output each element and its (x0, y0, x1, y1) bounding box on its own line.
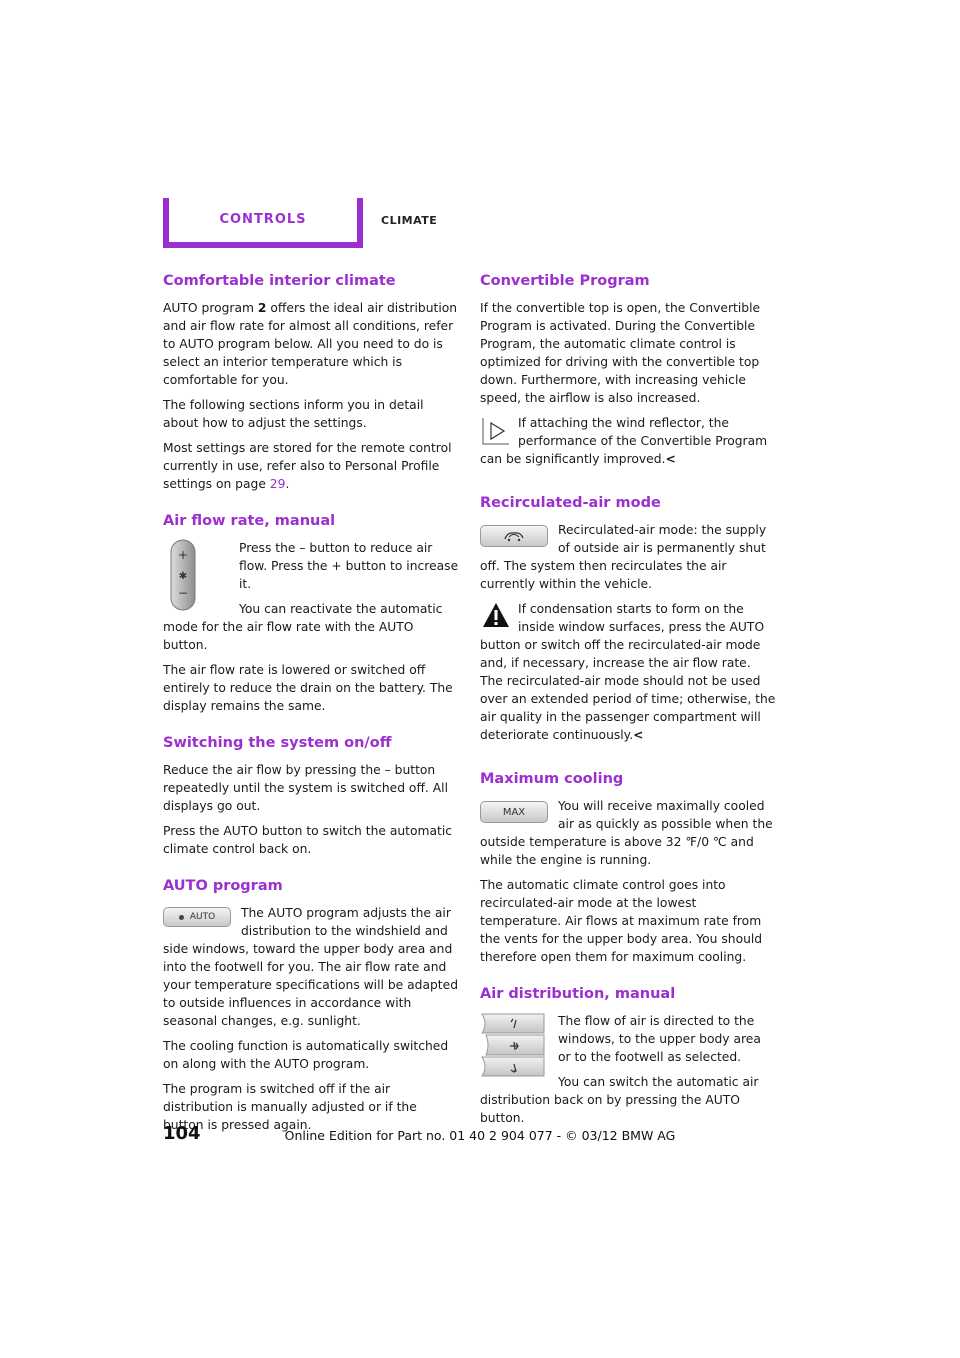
airdist-paragraph-2: You can switch the automatic air distrib… (480, 1075, 759, 1125)
note-icon (482, 417, 510, 445)
heading-airflow: Air flow rate, manual (163, 513, 336, 529)
onoff-paragraph-2: Press the AUTO button to switch the auto… (163, 824, 453, 856)
section-recirc: Recirculated-air mode Recirculated-air m… (480, 494, 776, 751)
section-airdist: Air distribution, manual The (480, 985, 776, 1134)
chapter-tab-label: Controls (219, 212, 307, 227)
section-comfort: Comfortable interior climate AUTO progra… (163, 272, 459, 493)
air-distribution-buttons-icon (481, 1013, 545, 1077)
heading-auto: AUTO program (163, 878, 283, 894)
recirculation-car-icon (504, 532, 524, 542)
max-button-label: MAX (502, 806, 526, 818)
page-link-29[interactable]: 29 (269, 477, 286, 491)
indicator-led-icon (178, 914, 184, 920)
airflow-figure-block: + ✱ − Press the – button to reduce air f… (163, 539, 459, 661)
page-number: 104 (163, 1123, 201, 1144)
svg-text:+: + (178, 548, 188, 562)
airdist-paragraph-1: The flow of air is directed to the windo… (558, 1014, 761, 1064)
auto-paragraph-1: The AUTO program adjusts the air distrib… (163, 906, 458, 1028)
airflow-paragraph-3: The air flow rate is lowered or switched… (163, 663, 453, 713)
heading-airdist: Air distribution, manual (480, 986, 676, 1002)
svg-text:✱: ✱ (179, 571, 187, 582)
heading-onoff: Switching the system on/off (163, 735, 392, 751)
comfort-paragraph-2: The following sections inform you in det… (163, 398, 424, 430)
auto-paragraph-3: The program is switched off if the air d… (163, 1082, 417, 1132)
convertible-note-block: If attaching the wind reflector, the per… (480, 414, 776, 475)
section-label: Climate (381, 214, 438, 227)
recirc-paragraph-1: Recirculated-air mode: the supply of out… (480, 523, 767, 591)
airflow-paragraph-1: Press the – button to reduce air flow. P… (239, 541, 459, 591)
convertible-paragraph-1: If the convertible top is open, the Conv… (480, 301, 761, 405)
maxcool-figure-block: MAX You will receive maximally cooled ai… (480, 797, 776, 876)
onoff-paragraph-1: Reduce the air flow by pressing the – bu… (163, 763, 448, 813)
recirc-warning-block: If condensation starts to form on the in… (480, 600, 776, 751)
auto-button-image: AUTO (163, 907, 231, 927)
airdist-buttons-image (480, 1012, 546, 1078)
section-auto: AUTO program AUTO The AUTO program adjus… (163, 877, 459, 1134)
auto-figure-block: AUTO The AUTO program adjusts the air di… (163, 904, 459, 1037)
section-maxcool: Maximum cooling MAX You will receive max… (480, 770, 776, 966)
maxcool-paragraph-1: You will receive maximally cooled air as… (480, 799, 773, 867)
heading-comfort: Comfortable interior climate (163, 273, 396, 289)
auto-button-label: AUTO (189, 912, 216, 922)
right-column: Convertible Program If the convertible t… (480, 272, 776, 1153)
airflow-buttons-image: + ✱ − (167, 539, 199, 611)
svg-text:−: − (178, 586, 188, 600)
left-column: Comfortable interior climate AUTO progra… (163, 272, 459, 1153)
section-onoff: Switching the system on/off Reduce the a… (163, 734, 459, 858)
recirc-button-image (480, 525, 548, 547)
fan-speed-buttons-icon: + ✱ − (170, 539, 196, 611)
max-button-image: MAX (480, 801, 548, 823)
comfort-paragraph-3: Most settings are stored for the remote … (163, 441, 452, 491)
heading-convertible: Convertible Program (480, 273, 650, 289)
comfort-paragraph-1: AUTO program 2 offers the ideal air dist… (163, 301, 458, 387)
recirc-warning: If condensation starts to form on the in… (480, 602, 776, 742)
edition-footer: Online Edition for Part no. 01 40 2 904 … (284, 1128, 676, 1143)
section-convertible: Convertible Program If the convertible t… (480, 272, 776, 475)
heading-maxcool: Maximum cooling (480, 771, 624, 787)
convertible-note: If attaching the wind reflector, the per… (480, 416, 768, 466)
warning-icon (482, 602, 510, 628)
airflow-paragraph-2: You can reactivate the automatic mode fo… (163, 602, 443, 652)
recirc-figure-block: Recirculated-air mode: the supply of out… (480, 521, 776, 600)
heading-recirc: Recirculated-air mode (480, 495, 661, 511)
airdist-figure-block: The flow of air is directed to the windo… (480, 1012, 776, 1134)
chapter-tab: Controls (163, 198, 363, 248)
auto-paragraph-2: The cooling function is automatically sw… (163, 1039, 449, 1071)
maxcool-paragraph-2: The automatic climate control goes into … (480, 878, 763, 964)
section-airflow: Air flow rate, manual + ✱ − Press the – … (163, 512, 459, 715)
